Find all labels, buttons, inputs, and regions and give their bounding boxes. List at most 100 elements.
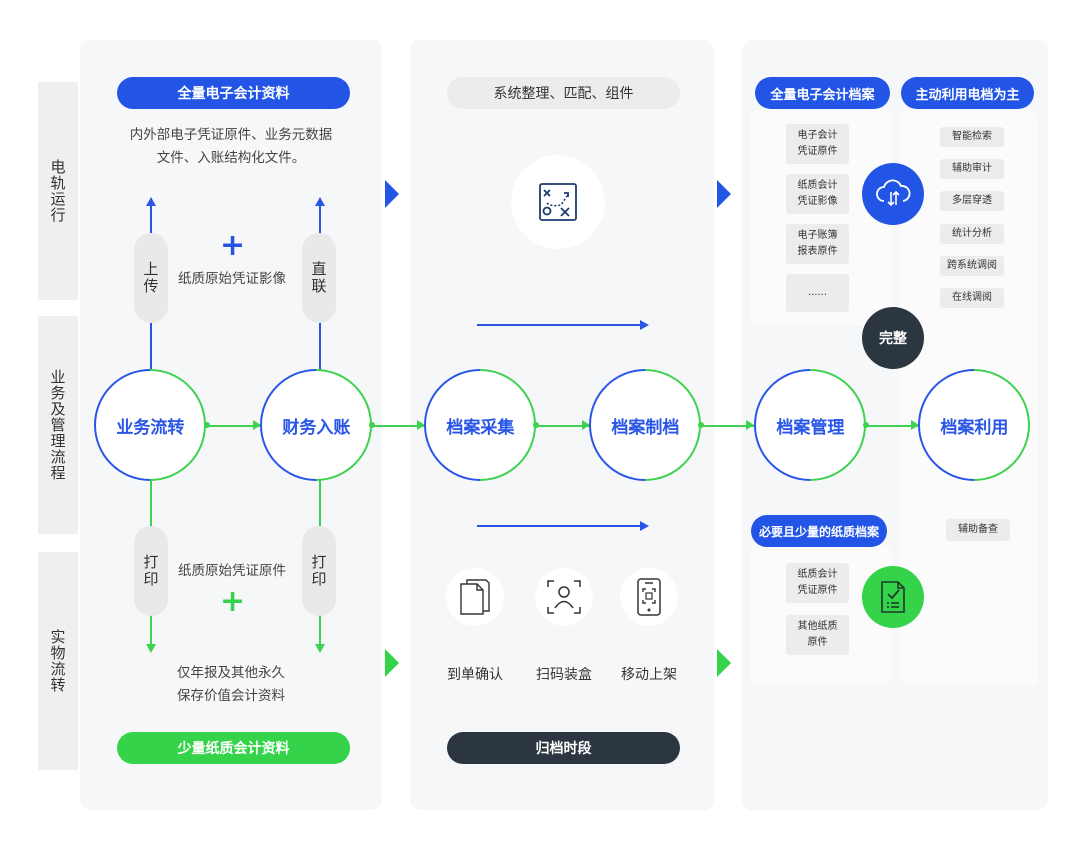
pill-necessary-paper-archive: 必要且少量的纸质档案 [751, 515, 887, 547]
checklist-icon-circle [862, 566, 924, 628]
mobile-scan-icon [637, 578, 661, 616]
process-connector-line [150, 425, 975, 427]
connector-dot-5 [863, 422, 869, 428]
line-print-right-bottom [319, 615, 321, 645]
pill-small-paper-data: 少量纸质会计资料 [117, 732, 350, 764]
arrow-head-bottom [640, 521, 649, 531]
connector-arrow-3 [582, 420, 590, 430]
complete-badge: 完整 [862, 307, 924, 369]
pill-necessary-paper-archive-text: 必要且少量的纸质档案 [758, 524, 879, 539]
strategy-icon-circle [511, 155, 605, 249]
row-label-physical: 实物流转 [38, 552, 78, 770]
plus-icon-bottom: + [220, 584, 246, 619]
pill-small-paper-data-text: 少量纸质会计资料 [177, 741, 290, 757]
desc-electronic-data-line1: 内外部电子凭证原件、业务元数据 [129, 127, 333, 143]
connector-dot-4 [698, 422, 704, 428]
connector-dot-2 [369, 422, 375, 428]
row-label-electronic: 电轨运行 [38, 82, 78, 300]
process-node-finance-entry-label: 财务入账 [282, 417, 350, 438]
connector-dot-3 [533, 422, 539, 428]
mobile-icon-circle [620, 568, 678, 626]
document-icon-circle [446, 568, 504, 626]
arrow-down-left [146, 644, 156, 653]
tag-multi-layer: 多层穿透 [940, 191, 1004, 211]
desc-electronic-data-line2: 文件、入账结构化文件。 [156, 150, 306, 166]
tag-statistics: 统计分析 [940, 224, 1004, 244]
line-print-left-top [150, 480, 152, 528]
desc-paper-data-line2: 保存价值会计资料 [177, 688, 285, 704]
scan-person-icon [547, 580, 581, 614]
triangle-green-col1 [385, 649, 399, 677]
vpill-print-right-text: 打印 [309, 554, 328, 588]
line-direct-top [319, 205, 321, 235]
pill-system-organize-text: 系统整理、匹配、组件 [493, 86, 634, 102]
connector-dot-1 [204, 422, 210, 428]
pill-archive-period: 归档时段 [447, 732, 680, 764]
vpill-print-left: 打印 [134, 526, 168, 616]
row-label-physical-text: 实物流转 [48, 629, 67, 693]
tag-audit-assist: 辅助审计 [940, 159, 1004, 179]
scan-icon-circle [535, 568, 593, 626]
triangle-green-col2 [717, 649, 731, 677]
row-label-process: 业务及管理流程 [38, 316, 78, 534]
tag-paper-voucher-image: 纸质会计 凭证影像 [786, 174, 849, 214]
pill-full-electronic-data: 全量电子会计资料 [117, 77, 350, 109]
triangle-blue-col2 [717, 180, 731, 208]
step-caption-shelve: 移动上架 [621, 667, 677, 683]
pill-system-organize: 系统整理、匹配、组件 [447, 77, 680, 109]
process-node-archive-manage-label: 档案管理 [776, 417, 844, 438]
line-direct-bottom [319, 320, 321, 372]
vpill-direct-text: 直联 [309, 261, 328, 295]
desc-electronic-data: 内外部电子凭证原件、业务元数据 文件、入账结构化文件。 [92, 124, 370, 170]
cloud-sync-icon [876, 179, 911, 207]
arrow-line-top [477, 324, 640, 326]
tag-smart-search: 智能检索 [940, 127, 1004, 147]
connector-arrow-5 [911, 420, 919, 430]
pill-full-electronic-data-text: 全量电子会计资料 [177, 86, 290, 102]
connector-arrow-2 [417, 420, 425, 430]
tag-aux-reference: 辅助备查 [946, 519, 1010, 541]
step-caption-scan-box: 扫码装盒 [536, 667, 592, 683]
label-paper-image: 纸质原始凭证影像 [178, 271, 286, 287]
vpill-upload-text: 上传 [141, 261, 160, 295]
line-upload-top [150, 205, 152, 235]
vpill-direct: 直联 [302, 233, 336, 323]
complete-badge-text: 完整 [879, 331, 907, 347]
pill-full-electronic-archive-text: 全量电子会计档案 [770, 87, 875, 103]
pill-archive-period-text: 归档时段 [535, 741, 592, 757]
arrow-down-right [315, 644, 325, 653]
tag-e-ledger: 电子账簿 报表原件 [786, 224, 849, 264]
strategy-board-icon [539, 183, 577, 221]
plus-icon-top: + [220, 228, 246, 263]
arrow-up-right [315, 197, 325, 206]
cloud-icon-circle [862, 163, 924, 225]
vpill-upload: 上传 [134, 233, 168, 323]
pill-full-electronic-archive: 全量电子会计档案 [755, 77, 890, 109]
pill-active-use-text: 主动利用电档为主 [915, 87, 1020, 103]
tag-online-view: 在线调阅 [940, 288, 1004, 308]
desc-paper-data-line1: 仅年报及其他永久 [177, 665, 285, 681]
process-node-archive-collect-label: 档案采集 [446, 417, 514, 438]
arrow-line-bottom [477, 525, 640, 527]
desc-paper-data: 仅年报及其他永久 保存价值会计资料 [150, 662, 312, 708]
line-print-left-bottom [150, 615, 152, 645]
triangle-blue-col1 [385, 180, 399, 208]
connector-arrow-1 [253, 420, 261, 430]
pill-active-use: 主动利用电档为主 [901, 77, 1034, 109]
tag-e-voucher: 电子会计 凭证原件 [786, 124, 849, 164]
arrow-up-left [146, 197, 156, 206]
documents-icon [460, 579, 490, 615]
checklist-document-icon [881, 581, 905, 613]
vpill-print-left-text: 打印 [141, 554, 160, 588]
step-caption-confirm: 到单确认 [447, 667, 503, 683]
label-paper-original: 纸质原始凭证原件 [178, 563, 286, 579]
row-label-electronic-text: 电轨运行 [48, 159, 67, 223]
row-label-process-text: 业务及管理流程 [48, 369, 67, 481]
process-node-archive-use-label: 档案利用 [940, 417, 1008, 438]
tag-more: ...... [786, 274, 849, 312]
process-node-business-flow-label: 业务流转 [116, 417, 184, 438]
line-print-right-top [319, 480, 321, 528]
vpill-print-right: 打印 [302, 526, 336, 616]
connector-arrow-4 [746, 420, 754, 430]
process-node-archive-make-label: 档案制档 [611, 417, 679, 438]
